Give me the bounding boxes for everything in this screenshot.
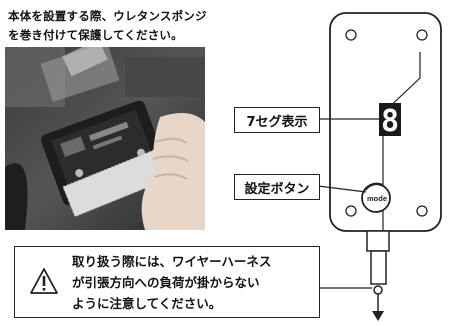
mount-hole-icon [416, 29, 428, 41]
notice-line-2: が引張方向への負荷が掛からない [72, 275, 260, 290]
setting-button-label: 設定ボタン [234, 174, 320, 200]
seven-segment-display [379, 103, 401, 136]
notice-line-1: 取り扱う際には、ワイヤーハーネス [72, 254, 272, 269]
inner-divider [382, 52, 421, 232]
cable-sleeve [370, 250, 387, 285]
caution-notice: 取り扱う際には、ワイヤーハーネス が引張方向への負荷が掛からない ように注意して… [14, 246, 320, 318]
display-digit: 8 [381, 104, 399, 139]
mount-hole-icon [345, 29, 357, 41]
mode-button-text: mode [367, 194, 387, 203]
leader-line-button [317, 185, 367, 193]
arrow-down-icon [372, 311, 384, 321]
mount-hole-icon [345, 205, 357, 217]
cable-clamp-icon [373, 285, 383, 295]
intro-text: 本体を設置する際、ウレタンスポンジ を巻き付けて保護してください。 [8, 7, 207, 45]
intro-line-1: 本体を設置する際、ウレタンスポンジ [8, 9, 207, 23]
mode-button-arc [363, 182, 383, 191]
warning-icon [30, 268, 58, 294]
intro-line-2: を巻き付けて保護してください。 [8, 28, 183, 42]
cable-connector [366, 230, 390, 252]
mount-hole-icon [416, 205, 428, 217]
notice-line-3: ように注意してください。 [72, 296, 222, 311]
seven-segment-label: 7セグ表示 [234, 107, 320, 133]
installation-photo [5, 47, 205, 230]
